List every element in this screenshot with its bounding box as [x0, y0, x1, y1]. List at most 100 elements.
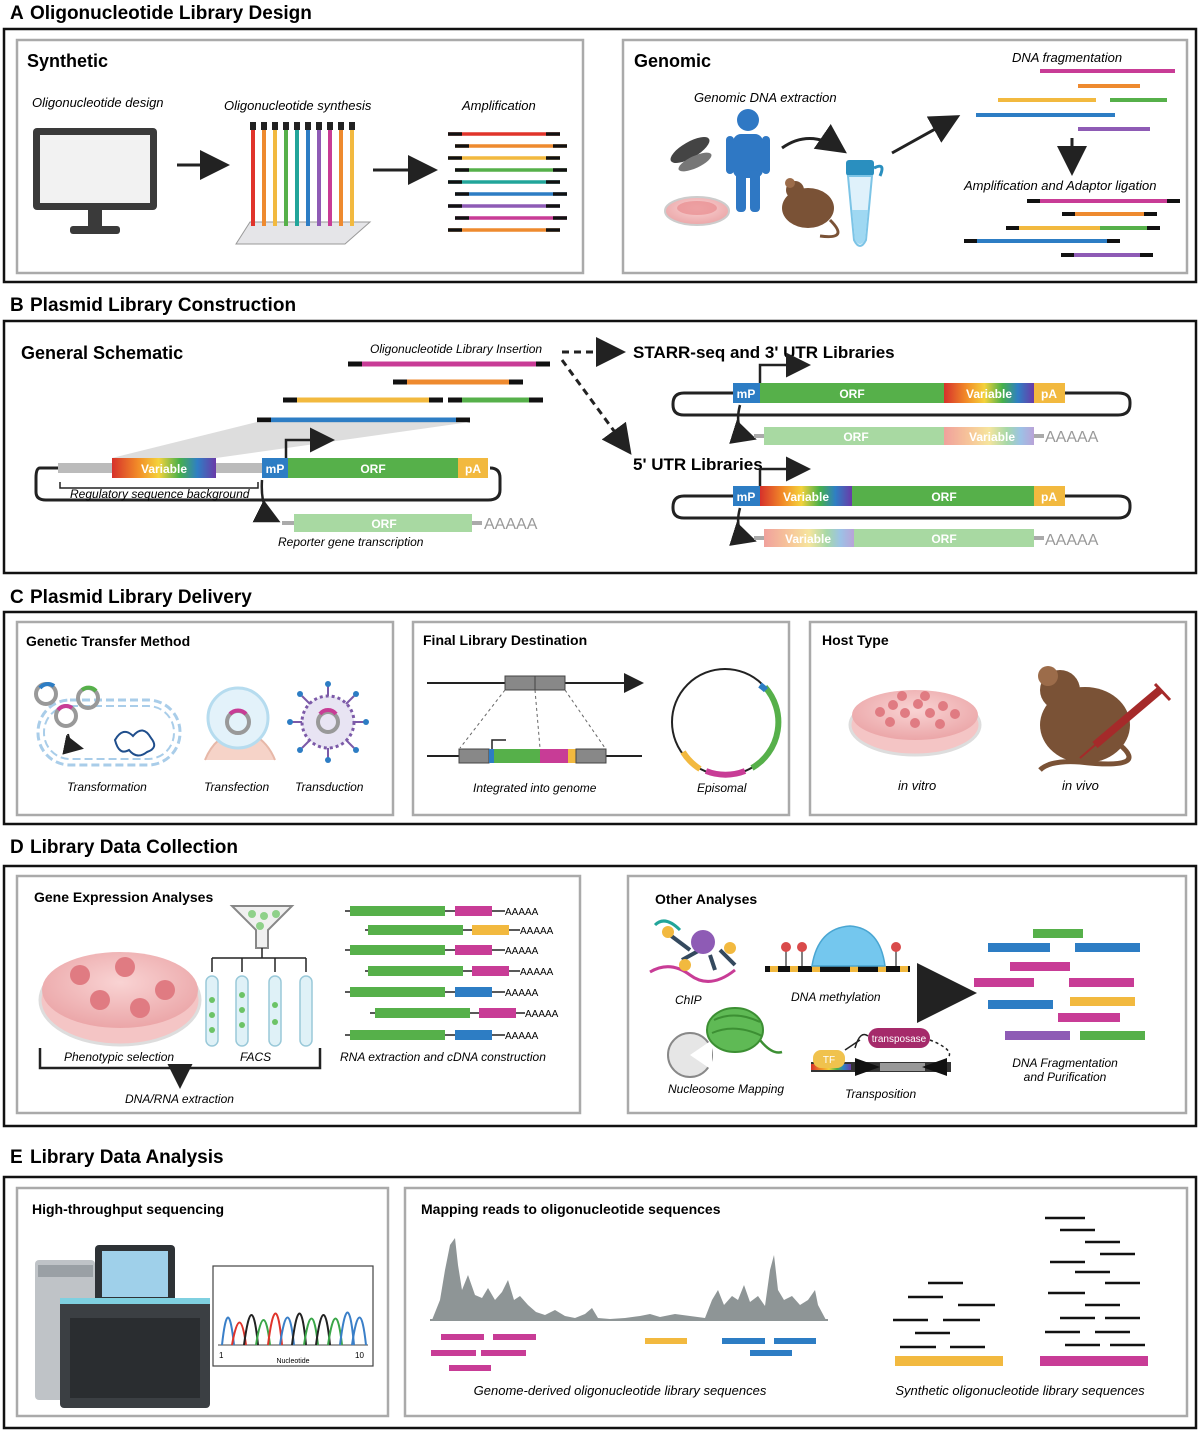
mp-label: mP: [266, 462, 285, 476]
transfer-title: Genetic Transfer Method: [26, 633, 190, 649]
synthetic-sequences-label: Synthetic oligonucleotide library sequen…: [895, 1383, 1145, 1398]
oligo-ends: [448, 132, 567, 232]
transfection-icon: [204, 686, 276, 761]
transduction-icon: [287, 681, 369, 763]
transposition-label: Transposition: [845, 1087, 916, 1101]
phenotypic-dish-icon: [38, 952, 202, 1047]
synthesis-rack-icon: [235, 122, 372, 245]
general-schematic-title: General Schematic: [21, 343, 183, 363]
adaptor-ends: [964, 199, 1180, 257]
tf-label: TF: [823, 1055, 835, 1066]
transfection-label: Transfection: [204, 780, 269, 794]
vivo-label: in vivo: [1062, 778, 1099, 793]
panel-mapping: [403, 1186, 1189, 1418]
methylation-icon: [765, 925, 910, 972]
section-c-letter: C: [10, 587, 24, 608]
panel-other-analyses: [626, 874, 1188, 1115]
section-d-letter: D: [10, 837, 24, 858]
panel-host: [808, 620, 1188, 817]
rna-label: RNA extraction and cDNA construction: [340, 1050, 546, 1064]
panel-genomic: [621, 38, 1189, 275]
ligation-label: Amplification and Adaptor ligation: [963, 178, 1156, 193]
chip-label: ChIP: [675, 993, 702, 1007]
transduction-label: Transduction: [295, 780, 364, 794]
starr-rna-orf-label: ORF: [843, 430, 868, 444]
facs-label: FACS: [240, 1050, 271, 1064]
utr5-pa-label: pA: [1041, 490, 1057, 504]
background-label: Regulatory sequence background: [70, 487, 250, 501]
extraction-label-d: DNA/RNA extraction: [125, 1092, 234, 1106]
synthesis-label: Oligonucleotide synthesis: [224, 98, 372, 113]
orf-label: ORF: [360, 462, 385, 476]
episomal-plasmid-icon: [671, 668, 782, 778]
cdna-polya-4: AAAAA: [520, 967, 554, 978]
hts-title: High-throughput sequencing: [32, 1201, 224, 1217]
transcription-label: Reporter gene transcription: [278, 535, 424, 549]
genome-sequences-label: Genome-derived oligonucleotide library s…: [474, 1383, 767, 1398]
host-dish-icon: [848, 690, 982, 757]
cdna-polya-7: AAAAA: [505, 1031, 539, 1042]
cdna-polya-5: AAAAA: [505, 988, 539, 999]
section-e-frame: [2, 1175, 1198, 1430]
fly-icon: [670, 137, 712, 172]
insertion-label: Oligonucleotide Library Insertion: [370, 342, 542, 356]
panel-sequencing: [15, 1186, 390, 1418]
monitor-icon: [33, 128, 157, 234]
reporter-orf-label: ORF: [371, 517, 396, 531]
synthetic-mapped-reads: [893, 1216, 1145, 1349]
synthetic-reference-magenta: [1040, 1356, 1148, 1366]
sequencer-icon: [35, 1245, 210, 1408]
synthetic-reference-yellow: [895, 1356, 1003, 1366]
fragmentation-label-1: DNA Fragmentation: [1012, 1056, 1118, 1070]
destination-title: Final Library Destination: [423, 632, 587, 648]
methylation-label: DNA methylation: [791, 990, 881, 1004]
episomal-label: Episomal: [697, 781, 747, 795]
utr5-mp-label: mP: [737, 490, 756, 504]
section-a-frame: [2, 27, 1198, 284]
utr5-title: 5' UTR Libraries: [633, 455, 763, 474]
cdna-polya-3: AAAAA: [505, 946, 539, 957]
gene-expression-title: Gene Expression Analyses: [34, 889, 213, 905]
utr5-plasmid: [671, 456, 1132, 547]
transformation-icon: [34, 682, 182, 767]
host-mouse-icon: [1038, 666, 1132, 772]
insertion-fragments: [257, 361, 550, 423]
other-analyses-title: Other Analyses: [655, 891, 757, 907]
section-b-letter: B: [10, 295, 24, 316]
amplification-label: Amplification: [461, 98, 536, 113]
utr5-rna-variable-label: Variable: [785, 532, 831, 546]
section-e-title: Library Data Analysis: [30, 1147, 224, 1168]
polya-label: AAAAA: [484, 516, 538, 533]
panel-destination: [411, 620, 791, 817]
panel-gene-expression: [15, 874, 582, 1115]
cdna-polya-1: AAAAA: [505, 907, 539, 918]
genome-integration-icon: [427, 673, 644, 764]
synthetic-title: Synthetic: [27, 51, 108, 71]
section-b-title: Plasmid Library Construction: [30, 295, 296, 316]
starr-plasmid: [671, 352, 1132, 445]
section-d-title: Library Data Collection: [30, 837, 238, 858]
starr-mp-label: mP: [737, 387, 756, 401]
arrow-to-5utr: [560, 359, 632, 455]
starr-pa-label: pA: [1041, 387, 1057, 401]
starr-title: STARR-seq and 3' UTR Libraries: [633, 343, 895, 362]
transposition-icon: [811, 1028, 951, 1076]
ligated-fragments: [964, 199, 1180, 257]
petri-dish-icon: [664, 196, 730, 226]
facs-icon: [205, 905, 313, 1047]
genome-mapped-reads: [431, 1334, 816, 1371]
cdna-polya-2: AAAAA: [520, 926, 554, 937]
chromatogram-end: 10: [355, 1351, 364, 1360]
starr-variable-label: Variable: [966, 387, 1012, 401]
panel-transfer: [15, 620, 395, 817]
arrow-to-tube: [781, 124, 847, 154]
fragmentation-label-2: and Purification: [1024, 1070, 1107, 1084]
chip-icon: [649, 919, 737, 983]
utr5-orf-label: ORF: [931, 490, 956, 504]
transposase-label: transposase: [872, 1034, 927, 1045]
mapping-title: Mapping reads to oligonucleotide sequenc…: [421, 1201, 721, 1217]
human-icon: [726, 109, 770, 212]
nucleosome-label: Nucleosome Mapping: [668, 1082, 784, 1096]
insertion-ends: [257, 361, 550, 423]
